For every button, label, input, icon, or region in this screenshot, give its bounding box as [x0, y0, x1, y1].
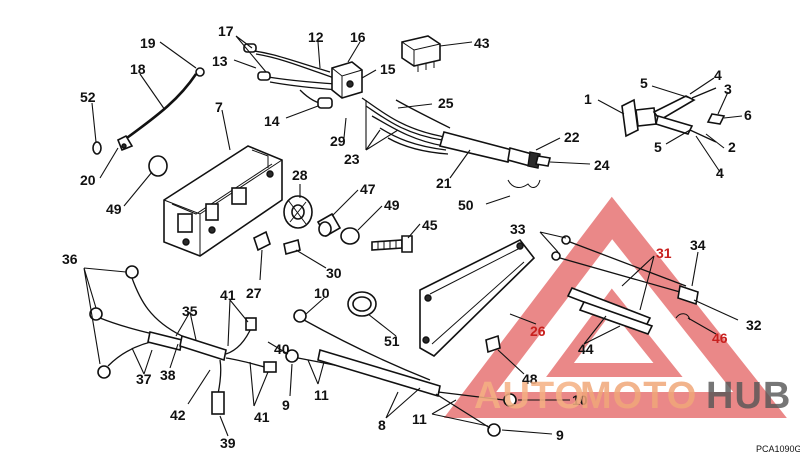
- callout-43: 43: [474, 35, 490, 51]
- callout-25: 25: [438, 95, 454, 111]
- callout-22: 22: [564, 129, 580, 145]
- watermark-logo: [443, 196, 787, 418]
- part-1-switch: [621, 87, 726, 143]
- callout-47: 47: [360, 181, 376, 197]
- callout-4-bottom: 4: [716, 165, 724, 181]
- part-35-harness: [89, 265, 277, 415]
- callout-8: 8: [378, 417, 386, 433]
- callout-50: 50: [458, 197, 474, 213]
- callout-32: 32: [746, 317, 762, 333]
- part-44-rod-lower: [578, 301, 654, 335]
- callout-7: 7: [215, 99, 223, 115]
- callout-labels: 19 18 52 20 49 7 17 13 12 16 15 14 29 23…: [62, 23, 762, 451]
- callout-4-top: 4: [714, 67, 722, 83]
- callout-49-left: 49: [106, 201, 122, 217]
- watermark-triangle-inner: [546, 288, 683, 377]
- part-7-control-box: [163, 145, 283, 257]
- figure-reference: PCA1090G: [756, 444, 800, 454]
- callout-40: 40: [274, 341, 290, 357]
- callout-21: 21: [436, 175, 452, 191]
- callout-49-right: 49: [384, 197, 400, 213]
- leader-lines: [83, 35, 743, 437]
- part-21-harness: [361, 97, 551, 169]
- part-45-bolt: [371, 235, 413, 253]
- watermark-word-moto: MOTO: [580, 375, 697, 417]
- part-18-ground-wire: [116, 67, 205, 152]
- callout-11-right: 11: [412, 411, 427, 427]
- part-28-grommet: [283, 195, 313, 229]
- callout-14: 14: [264, 113, 280, 129]
- callout-6: 6: [744, 107, 752, 123]
- callout-44: 44: [578, 341, 594, 357]
- callout-31: 31: [656, 245, 672, 261]
- callout-26: 26: [530, 323, 546, 339]
- watermark-triangle-outer: [443, 196, 787, 418]
- part-12-harness: [243, 43, 363, 109]
- callout-35: 35: [182, 303, 198, 319]
- callout-5-top: 5: [640, 75, 648, 91]
- watermark-word-hub: HUB: [706, 375, 791, 417]
- part-48-screw: [485, 334, 501, 354]
- callout-39: 39: [220, 435, 236, 451]
- callout-2: 2: [728, 139, 736, 155]
- callout-11-left: 11: [314, 387, 329, 403]
- callout-15: 15: [380, 61, 396, 77]
- callout-10-top: 10: [314, 285, 330, 301]
- part-52-washer: [92, 141, 102, 155]
- part-43-relay: [401, 35, 441, 72]
- callout-42: 42: [170, 407, 186, 423]
- callout-5-bottom: 5: [654, 139, 662, 155]
- part-47-sleeve: [316, 212, 342, 238]
- part-51-clamp: [347, 291, 377, 317]
- watermark-word-auto: AUTO: [474, 375, 585, 417]
- callout-3: 3: [724, 81, 732, 97]
- callout-27: 27: [246, 285, 262, 301]
- callout-41-top: 41: [220, 287, 236, 303]
- callout-9-right: 9: [556, 427, 564, 443]
- part-27-clip: [253, 230, 271, 252]
- callout-46: 46: [712, 330, 728, 346]
- callout-36: 36: [62, 251, 78, 267]
- watermark-wordmark: AUTO MOTO HUB: [474, 375, 791, 417]
- callout-52: 52: [80, 89, 96, 105]
- callout-23: 23: [344, 151, 360, 167]
- callout-1: 1: [584, 91, 592, 107]
- callout-34: 34: [690, 237, 706, 253]
- part-49-washer-left: [148, 155, 168, 177]
- part-16-connector: [331, 61, 363, 99]
- callout-51: 51: [384, 333, 400, 349]
- callout-41-bottom: 41: [254, 409, 270, 425]
- callout-28: 28: [292, 167, 308, 183]
- callout-45: 45: [422, 217, 438, 233]
- callout-13: 13: [212, 53, 228, 69]
- callout-12: 12: [308, 29, 324, 45]
- callout-38: 38: [160, 367, 176, 383]
- callout-19: 19: [140, 35, 156, 51]
- part-30-screw: [283, 238, 301, 256]
- callout-29: 29: [330, 133, 346, 149]
- callout-16: 16: [350, 29, 366, 45]
- callout-17: 17: [218, 23, 234, 39]
- callout-9-left: 9: [282, 397, 290, 413]
- callout-24: 24: [594, 157, 610, 173]
- callout-10-right: 10: [572, 392, 588, 408]
- callout-30: 30: [326, 265, 342, 281]
- part-50-clip: [507, 179, 541, 188]
- callout-37: 37: [136, 371, 152, 387]
- callout-20: 20: [80, 172, 96, 188]
- callout-18: 18: [130, 61, 146, 77]
- callout-33: 33: [510, 221, 526, 237]
- part-49-washer-right: [340, 227, 360, 245]
- part-8-harness: [285, 309, 517, 437]
- callout-48: 48: [522, 371, 538, 387]
- part-26-panel: [419, 238, 536, 357]
